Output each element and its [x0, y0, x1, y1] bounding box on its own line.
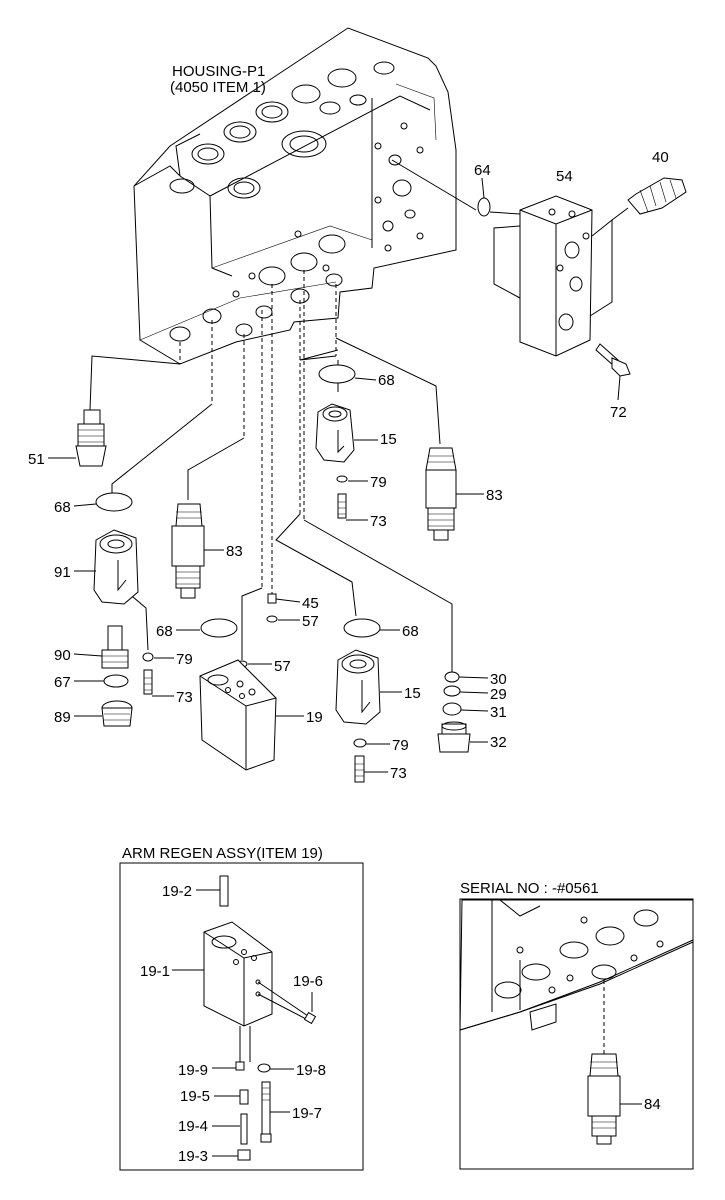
o-ring-30: [444, 671, 460, 683]
label-19-9: 19-9: [178, 1062, 208, 1079]
label-19-4: 19-4: [178, 1118, 208, 1135]
valve-83b: [171, 503, 205, 599]
bolt-72: [595, 343, 631, 377]
label-54: 54: [556, 168, 573, 185]
label-19: 19: [306, 709, 323, 726]
leader-lines: [89, 159, 629, 672]
label-90: 90: [54, 647, 71, 664]
block-19: [199, 659, 277, 771]
o-ring-29: [443, 685, 461, 697]
label-19-8: 19-8: [296, 1062, 326, 1079]
label-73b: 73: [176, 689, 193, 706]
housing-body: [133, 27, 457, 365]
label-79a: 79: [370, 474, 387, 491]
serial-title: SERIAL NO : -#0561: [460, 880, 599, 897]
valve-83a: [425, 447, 457, 541]
o-ring-68a: [318, 364, 356, 384]
plug-90: [101, 625, 129, 669]
o-ring-31: [442, 702, 462, 716]
label-51: 51: [28, 451, 45, 468]
o-ring-64: [477, 197, 491, 217]
label-19-3: 19-3: [178, 1148, 208, 1165]
label-83a: 83: [486, 487, 503, 504]
label-72: 72: [610, 404, 627, 421]
label-45: 45: [302, 595, 319, 612]
o-ring-57a: [266, 615, 278, 623]
o-ring-67: [103, 674, 129, 688]
label-83b: 83: [226, 543, 243, 560]
label-15b: 15: [404, 685, 421, 702]
label-57a: 57: [302, 613, 319, 630]
label-19-2: 19-2: [162, 883, 192, 900]
bolt-73b: [143, 669, 153, 695]
plug-45: [267, 593, 277, 604]
block-54: [519, 195, 593, 357]
label-67: 67: [54, 674, 71, 691]
o-ring-68c: [200, 618, 238, 638]
washer-79b: [142, 652, 154, 662]
label-40: 40: [652, 149, 669, 166]
valve-84: [587, 1053, 621, 1145]
regen-labels: 19-2 19-1 19-6 19-9 19-8 19-5 19-4 19-7 …: [140, 883, 326, 1165]
label-79b: 79: [176, 651, 193, 668]
housing-ref: (4050 ITEM 1): [170, 79, 266, 96]
label-31: 31: [490, 704, 507, 721]
plug-91: [93, 529, 139, 605]
plug-15a: [315, 403, 355, 463]
label-73a: 73: [370, 513, 387, 530]
regen-parts: [203, 875, 317, 1161]
label-19-7: 19-7: [292, 1105, 322, 1122]
regen-frame: [119, 862, 364, 1171]
label-64: 64: [474, 162, 491, 179]
bolt-73a: [337, 493, 347, 519]
washer-79c: [353, 738, 367, 748]
label-73c: 73: [390, 765, 407, 782]
washer-79a: [336, 475, 348, 483]
label-68d: 68: [402, 623, 419, 640]
valve-51: [75, 409, 107, 467]
plug-32: [437, 721, 471, 753]
label-89: 89: [54, 709, 71, 726]
label-19-1: 19-1: [140, 963, 170, 980]
bolt-73c: [354, 755, 365, 783]
label-32: 32: [490, 734, 507, 751]
label-68a: 68: [378, 372, 395, 389]
serial-frame: [459, 898, 694, 1170]
o-ring-68d: [343, 618, 381, 638]
label-19-5: 19-5: [180, 1088, 210, 1105]
callout-labels: 40 54 64 72 68 15 79 73 83 51 68 91 83 9…: [28, 149, 669, 782]
serial-housing-detail: [459, 899, 694, 1054]
regen-title: ARM REGEN ASSY(ITEM 19): [122, 845, 323, 862]
plug-15b: [335, 649, 381, 725]
label-29: 29: [490, 686, 507, 703]
label-84: 84: [644, 1096, 661, 1113]
label-15a: 15: [380, 431, 397, 448]
label-91: 91: [54, 564, 71, 581]
housing-name: HOUSING-P1: [172, 63, 265, 80]
plug-89: [101, 700, 133, 727]
label-57b: 57: [274, 658, 291, 675]
sensor-40: [627, 177, 687, 215]
label-79c: 79: [392, 737, 409, 754]
label-68b: 68: [54, 499, 71, 516]
label-19-6: 19-6: [293, 973, 323, 990]
label-30: 30: [490, 671, 507, 688]
label-68c: 68: [156, 623, 173, 640]
o-ring-68b: [95, 492, 133, 512]
